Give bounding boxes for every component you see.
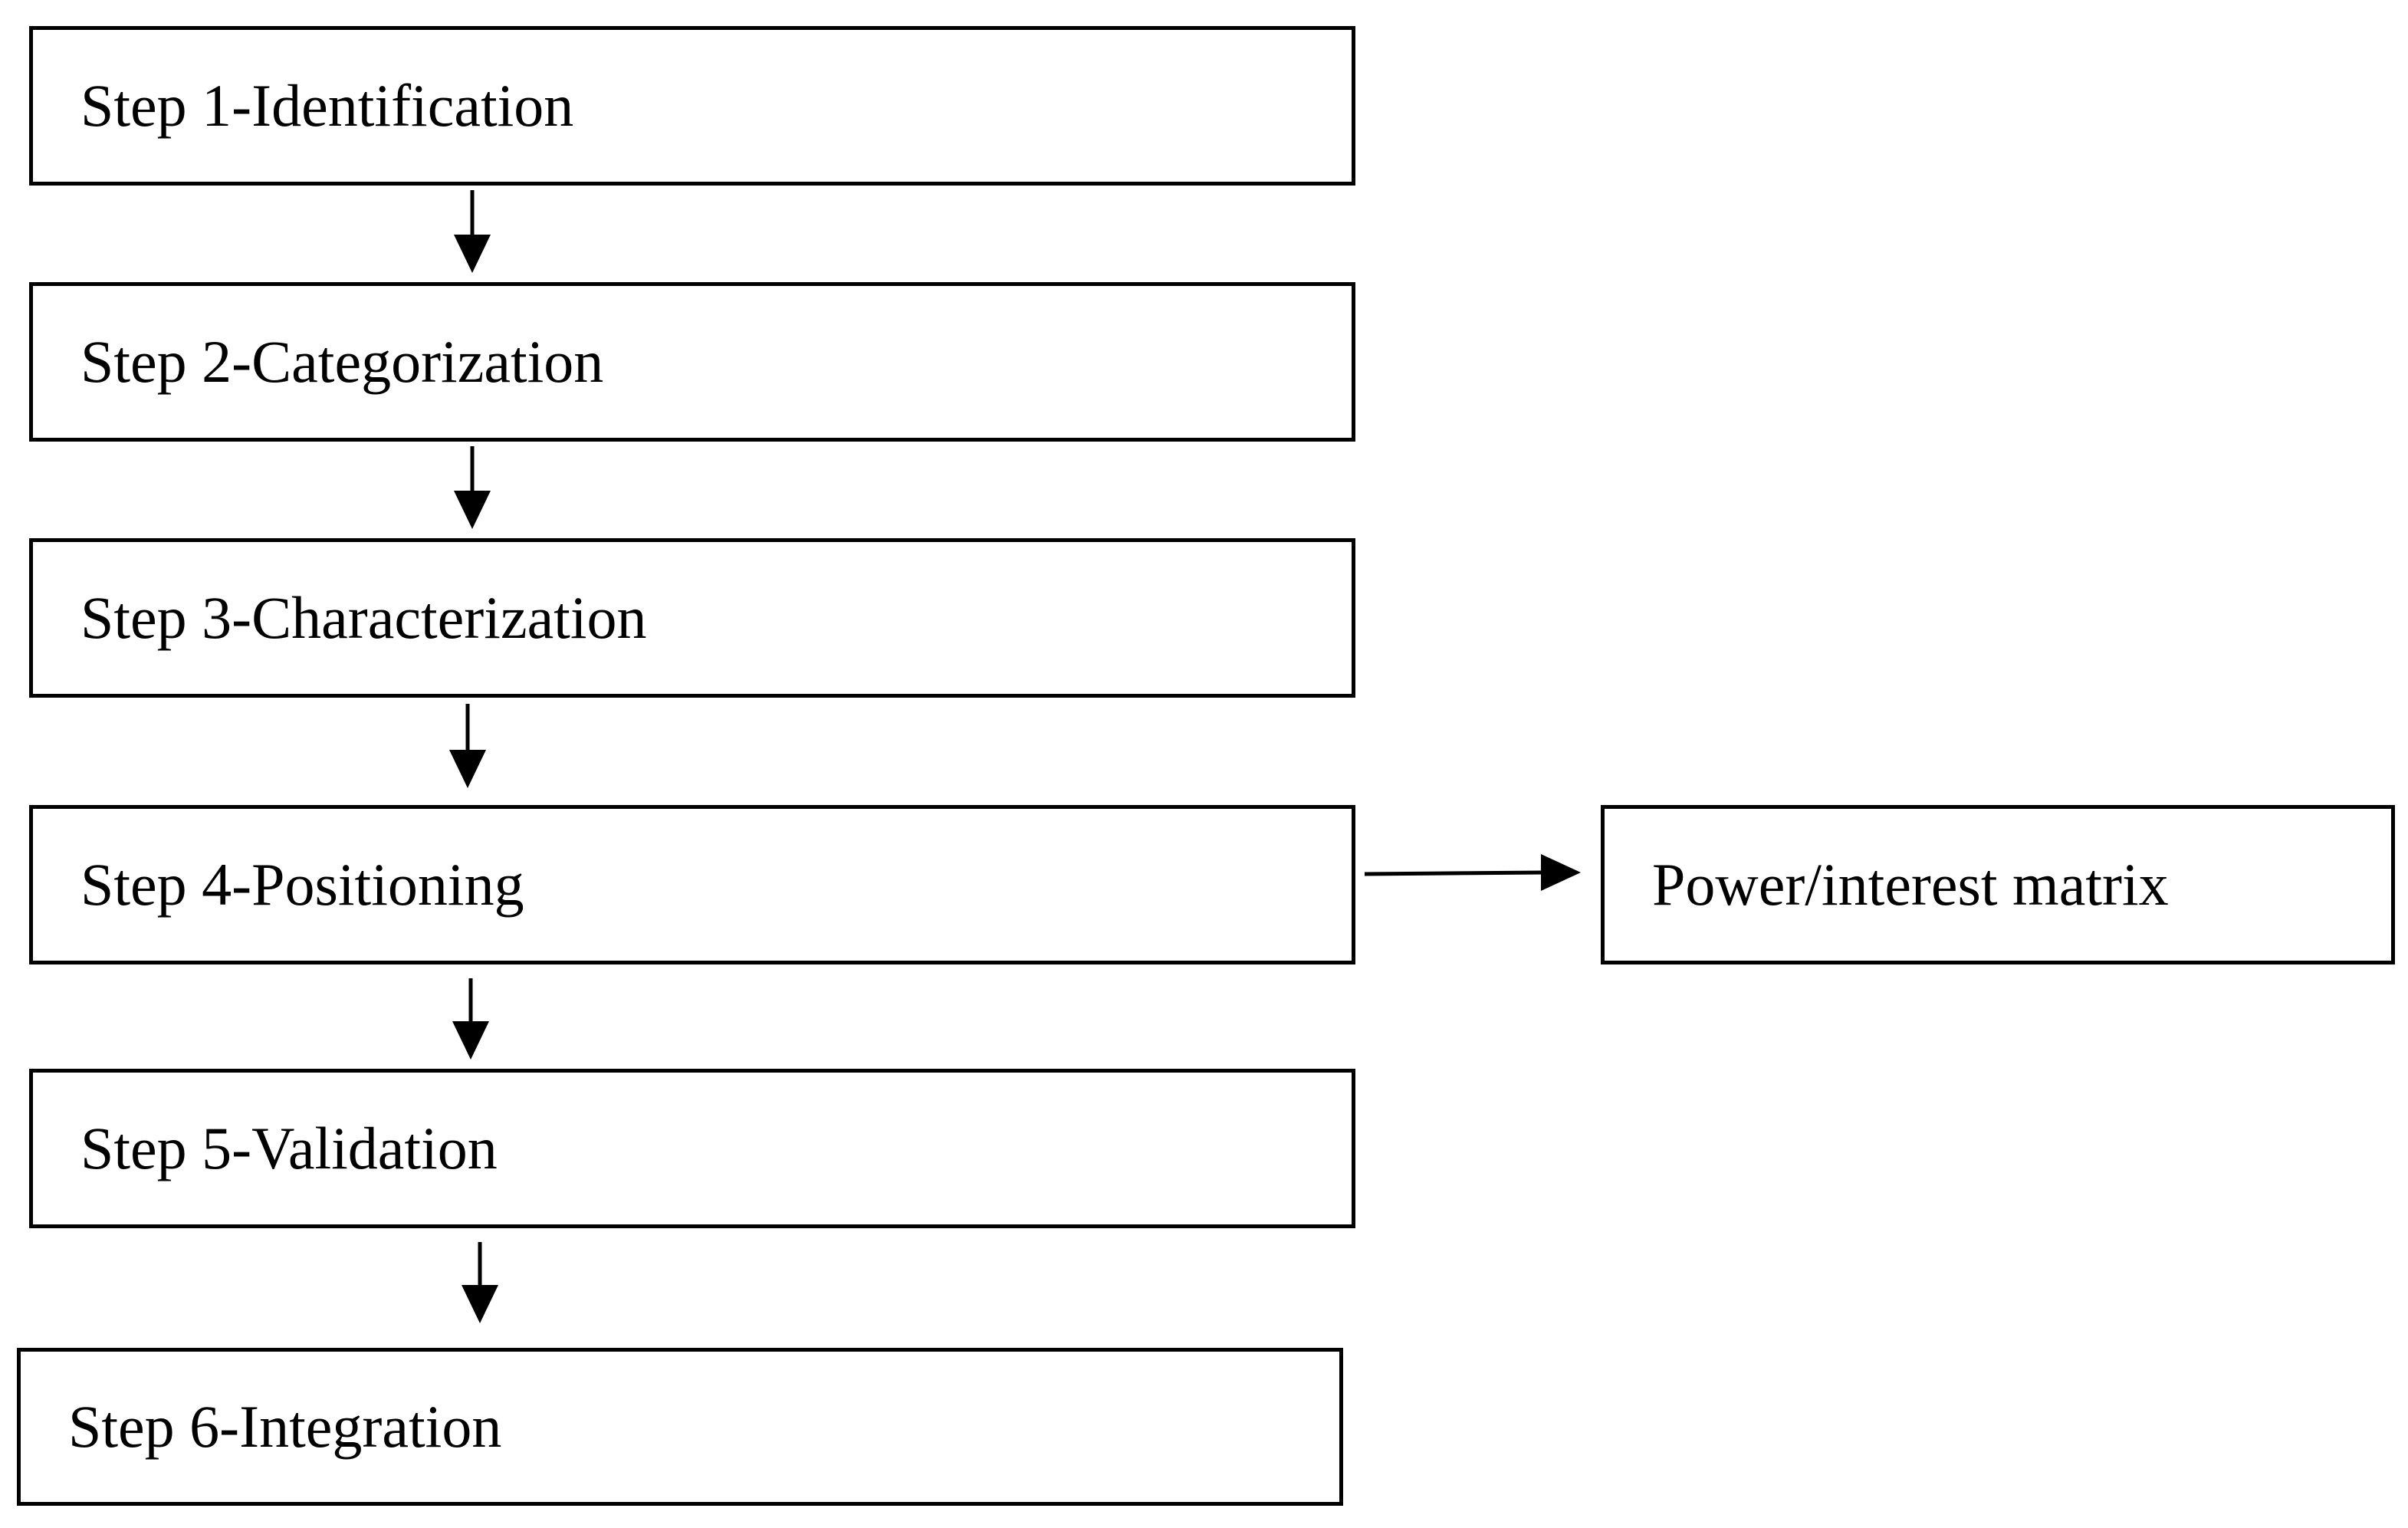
step-1-label: Step 1-Identification [80, 72, 574, 139]
arrow-step1-to-step2-head [454, 235, 491, 273]
arrow-step4-to-matrix-head [1541, 854, 1581, 891]
step-3-box: Step 3-Characterization [29, 538, 1355, 698]
step-4-box: Step 4-Positioning [29, 805, 1355, 964]
step-2-label: Step 2-Categorization [80, 328, 604, 395]
step-2-box: Step 2-Categorization [29, 282, 1355, 442]
step-4-label: Step 4-Positioning [80, 851, 524, 918]
step-6-box: Step 6-Integration [17, 1348, 1343, 1506]
arrow-step4-to-step5-head [452, 1021, 489, 1060]
power-interest-matrix-label: Power/interest matrix [1652, 851, 2169, 918]
arrow-step2-to-step3-head [454, 491, 491, 529]
step-3-label: Step 3-Characterization [80, 584, 647, 651]
step-5-box: Step 5-Validation [29, 1069, 1355, 1228]
arrow-step3-to-step4-head [449, 750, 486, 788]
power-interest-matrix-box: Power/interest matrix [1601, 805, 2395, 964]
arrow-step4-to-matrix-shaft [1364, 870, 1545, 876]
step-1-box: Step 1-Identification [29, 26, 1355, 186]
arrow-step5-to-step6-head [462, 1285, 498, 1323]
step-5-label: Step 5-Validation [80, 1115, 498, 1181]
step-6-label: Step 6-Integration [68, 1393, 502, 1460]
